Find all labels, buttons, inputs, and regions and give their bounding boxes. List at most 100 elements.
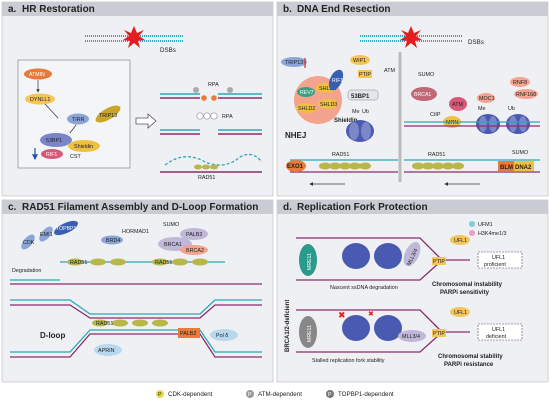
dloop-label: D-loop: [40, 331, 65, 340]
trip13-label-a: TRIP13: [99, 113, 117, 119]
aprin-node: [94, 344, 122, 356]
dsb-break-b: [360, 26, 462, 48]
block-mark-1: ✖: [338, 311, 346, 321]
result-1-line2: PARPi sensitivity: [440, 290, 490, 296]
blm-node: [498, 161, 514, 171]
rev7-label: REV7: [300, 90, 314, 96]
cdk-legend-badge: [156, 390, 164, 398]
rad51-label-b1: RAD51: [332, 152, 349, 158]
dna2-node: [514, 161, 534, 171]
rad51-label-a: RAD51: [198, 175, 215, 181]
nucleosome-b1: [346, 120, 374, 142]
shld1-label: SHLD1: [319, 86, 336, 92]
rnf8-node: [510, 77, 530, 87]
brd4-label: BRD4: [106, 238, 120, 244]
brca1-label-c: BRCA1: [164, 242, 182, 248]
ufl1-label-1: UFL1: [454, 238, 467, 244]
atmin-node: [24, 68, 52, 80]
panel-a-title: HR Restoration: [22, 4, 95, 15]
nucleosome-d1: [342, 243, 370, 269]
resection-dna-a: [160, 87, 263, 173]
nucleosome-b2: [476, 114, 530, 134]
legend-h3k4: H3K4me1/3: [478, 231, 506, 237]
shieldin-label-a: Shieldin: [74, 144, 93, 150]
brd4-node: [101, 235, 123, 245]
ptip-label-d1: PTIP: [433, 259, 445, 265]
palb2-node-c: [180, 228, 208, 240]
transition-arrow-a: [135, 113, 157, 129]
cdk-legend-label: CDK-dependent: [168, 391, 213, 398]
mre11-node-2: [299, 316, 317, 348]
panel-d: d. Replication Fork Protection UFM1 H3K4…: [276, 199, 549, 383]
me-label-b1: Me: [352, 109, 360, 115]
degradation-label: Degradation: [12, 268, 41, 274]
dsb-break-a: [85, 26, 183, 48]
moc1-label: MOC1: [479, 96, 495, 102]
ufl1-proficient-box: [477, 251, 523, 269]
tirr-node: [67, 113, 89, 125]
shieldin-node-a: [68, 140, 100, 152]
mre11-node-1: [299, 244, 317, 276]
palb2-label-c: PALB2: [186, 232, 202, 238]
panel-d-letter: d.: [283, 202, 292, 213]
atm-node-b: [449, 97, 467, 111]
rad51-filament-c1: [67, 258, 208, 266]
rnf168-label: RNF168: [516, 92, 536, 98]
rad51-label-c1: RAD51: [70, 260, 87, 266]
box2-line1: UFL1: [492, 327, 505, 333]
sumo-label-b2: SUMO: [512, 150, 528, 156]
ub-label-b2: Ub: [508, 106, 515, 112]
atm2-label: ATM: [452, 102, 463, 108]
moc1-node: [477, 93, 495, 103]
rpa-label-a2: RPA: [222, 114, 233, 120]
ptip-node-d1: [432, 257, 446, 265]
atm-legend-badge: [246, 390, 254, 398]
brca1-label-b: BRCA1: [414, 92, 431, 98]
topbp1-legend-label: TOPBP1-dependent: [338, 391, 394, 398]
rpa-label-a1: RPA: [208, 82, 219, 88]
nucleosome-d2: [374, 243, 402, 269]
atm-legend-p: P: [248, 392, 252, 398]
rnf8-label: RNF8: [513, 80, 527, 86]
cdk-legend-p: P: [158, 392, 162, 398]
brca1-node-b: [411, 87, 437, 101]
topbp1-legend-p: P: [328, 392, 332, 398]
topbp1-legend-badge: [326, 390, 334, 398]
box2-line2: deficient: [486, 334, 507, 340]
dna2-label: DNA2: [515, 165, 532, 171]
dsbs-label-a: DSBs: [160, 47, 176, 54]
mrn-label: MRN: [446, 120, 458, 126]
ufl1-node-1: [450, 235, 470, 245]
sumo-label-c: SUMO: [163, 222, 179, 228]
h3k4-legend-dot: [469, 230, 475, 236]
rif1-node-b: [328, 69, 344, 91]
shld2-label: SHLD2: [298, 106, 315, 112]
pold-node: [210, 329, 238, 341]
dynll1-label: DYNLL1: [30, 97, 50, 103]
panel-c: c. RAD51 Filament Assembly and D-Loop Fo…: [1, 199, 274, 383]
panel-b-letter: b.: [283, 4, 292, 15]
block-mark-2: ✖: [368, 310, 374, 318]
atm-legend-label: ATM-dependent: [258, 391, 302, 398]
rif1-node-a: [41, 149, 63, 159]
ctip-label: CtIP: [430, 112, 441, 118]
nucleosome-d4: [374, 315, 402, 341]
legend-ufm1: UFM1: [478, 222, 493, 228]
panel-a-letter: a.: [8, 4, 17, 15]
aprin-label: APRIN: [98, 348, 115, 354]
rad51-filament-b1: [319, 162, 371, 170]
dsbs-label-b: DSBs: [468, 39, 484, 46]
panel-b: b. DNA End Resection DSBs TRIP13 REV7 SH…: [276, 1, 549, 197]
box1-line2: proficient: [484, 262, 506, 268]
ptip-label-b: PTIP: [359, 72, 371, 78]
rnf168-node: [514, 89, 538, 99]
legend: P CDK-dependent P ATM-dependent P TOPBP1…: [156, 390, 394, 398]
rif1-label-b: RIF1: [332, 78, 343, 84]
brca2-label-c: BRCA2: [186, 248, 204, 254]
emi1-node: [39, 226, 53, 242]
tirr-label: TIRR: [72, 117, 85, 123]
hormad1-label: HORMAD1: [122, 229, 149, 235]
mre11-label-1: MRE11: [307, 253, 313, 270]
palb2-label-c2: PALB2: [180, 331, 196, 337]
caption-1: Nascent ssDNA degradation: [330, 285, 398, 291]
